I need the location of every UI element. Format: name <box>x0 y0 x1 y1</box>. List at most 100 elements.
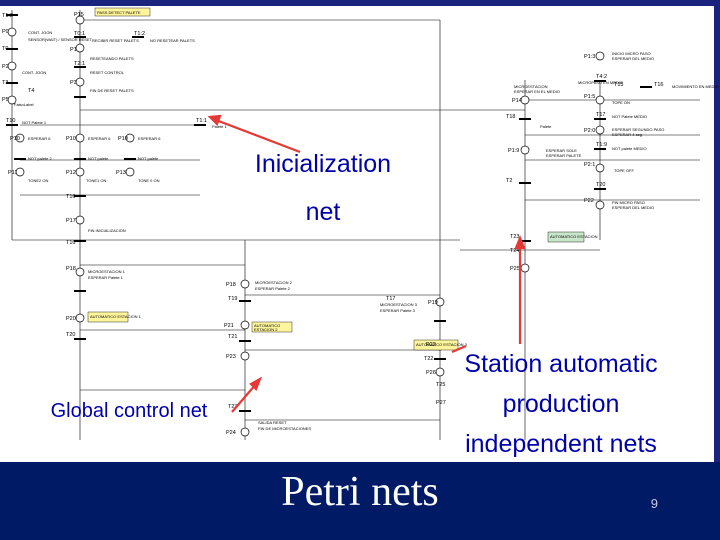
lbl-p1: P1 <box>70 47 77 53</box>
lbl-salida: SALIDA RESET <box>258 420 287 425</box>
lbl-auto-a-sub: ESTACION 2 <box>254 327 278 332</box>
lbl-t0: T0 <box>2 46 8 52</box>
lbl-t17: T17 <box>386 296 395 302</box>
place-p15 <box>75 15 85 25</box>
lbl-tope-off: TOPE OFF <box>614 168 634 173</box>
place-p21r <box>595 163 605 173</box>
lbl-t16b: T16 <box>66 240 75 246</box>
lbl-p10c: P10 <box>118 136 128 142</box>
lbl-esperar-sol-sub: ESPERAR PALETE <box>546 153 582 158</box>
slide-right-border <box>714 0 720 462</box>
lbl-palete-r: Palete <box>540 124 552 129</box>
lbl-p15r: P1:5 <box>584 94 595 100</box>
lbl-cont-joon: CONT. JOON <box>28 30 52 35</box>
lbl-p10b: P10 <box>66 136 76 142</box>
lbl-esperar-seg-sub: ESPERAR 4 seg <box>612 132 642 137</box>
lbl-t16r: T16 <box>654 82 663 88</box>
place-p23 <box>240 351 250 361</box>
lbl-p3: P3 <box>70 80 77 86</box>
lbl-micro3-sub: ESPERAR Palete 3 <box>380 308 416 313</box>
lbl-auto1: AUTOMATICO ESTACION 1 <box>90 314 142 319</box>
lbl-not-palete-medio2: NOT palete MEDIO <box>612 146 647 151</box>
place-p13r <box>595 51 605 61</box>
lbl-fin-init: FIN INICIALIZACION <box>88 228 126 233</box>
lbl-reset-control: RESET CONTROL <box>90 70 125 75</box>
lbl-t2: T1:2 <box>2 13 13 19</box>
annotation-global-control: Global control net <box>50 400 208 422</box>
lbl-p20: P20 <box>66 316 76 322</box>
footer-bar <box>0 462 720 540</box>
place-p19 <box>435 297 445 307</box>
lbl-t19r: T1:9 <box>596 142 607 148</box>
lbl-p22: P22 <box>426 342 436 348</box>
lbl-t16: T16 <box>66 194 75 200</box>
lbl-not-a: NOT palete 2 <box>28 156 52 161</box>
place-p15r <box>595 95 605 105</box>
lbl-t25: T25 <box>436 382 445 388</box>
place-p25 <box>520 263 530 273</box>
lbl-falso: FalsoLabel <box>14 102 34 107</box>
lbl-fin-micro-sub: ESPERAR DEL MEDIO <box>612 205 654 210</box>
place-p10b <box>75 133 85 143</box>
lbl-p25: P25 <box>510 266 520 272</box>
lbl-t10: T10 <box>6 118 15 124</box>
place-p3 <box>75 77 85 87</box>
lbl-p14: P14 <box>512 98 522 104</box>
place-p20r <box>595 125 605 135</box>
lbl-tone2: TONE2 ON <box>28 178 48 183</box>
lbl-esperar-sol: ESPERAR SOLE <box>546 148 577 153</box>
page-number: 9 <box>650 496 658 511</box>
lbl-cont-joon2: CONT. JOON <box>22 70 46 75</box>
lbl-p19: P19 <box>428 300 438 306</box>
place-p11 <box>15 167 25 177</box>
place-p18 <box>75 267 85 277</box>
lbl-p26: P26 <box>426 370 436 376</box>
lbl-not-c: NOT palete <box>138 156 159 161</box>
place-p12 <box>75 167 85 177</box>
lbl-p13: P13 <box>116 170 126 176</box>
place-p19r <box>520 145 530 155</box>
lbl-t3: T3 <box>2 80 8 86</box>
lbl-tone0: TONE 0 ON <box>138 178 160 183</box>
lbl-t15: T15 <box>614 82 623 88</box>
lbl-reset-palets: RESETEANDO PALETS <box>90 56 134 61</box>
lbl-micro1-sub: ESPERAR Palete 1 <box>88 275 124 280</box>
lbl-automatico-r: AUTOMATICO ESTACION <box>550 234 598 239</box>
lbl-t22: T22 <box>424 356 433 362</box>
lbl-micropaso: MICROPASO EN MEDIO <box>578 80 623 85</box>
lbl-p23: P23 <box>226 354 236 360</box>
place-p24 <box>240 427 250 437</box>
place-p20 <box>75 313 85 323</box>
lbl-p21r: P2:1 <box>584 162 595 168</box>
place-p10a <box>15 133 25 143</box>
lbl-fin-reset: FIN DE RESET PALETS <box>90 88 134 93</box>
lbl-p22r: P22 <box>584 198 594 204</box>
lbl-p18: P18 <box>66 266 76 272</box>
place-p18b <box>240 279 250 289</box>
lbl-p21: P21 <box>224 323 234 329</box>
lbl-palete1: Palete 1 <box>212 124 227 129</box>
lbl-p2: P2 <box>2 64 9 70</box>
lbl-microestacion: MICROESTACION <box>514 84 548 89</box>
lbl-esperar-seg: ESPERAR SEGUNDO PASO <box>612 127 664 132</box>
place-p2 <box>7 61 17 71</box>
lbl-t17r: T17 <box>596 112 605 118</box>
lbl-p15: P15 <box>74 12 84 18</box>
lbl-esperar6b: ESPERAR 6 <box>88 136 111 141</box>
lbl-t23r: T23 <box>510 234 519 240</box>
petri-net-diagram: T1:2 P15 PASS DETECT PALETE P0 CONT. JOO… <box>2 7 719 440</box>
lbl-inicio-mr-sub: ESPERAR DEL MEDIO <box>612 56 654 61</box>
lbl-not-b: NOT palete <box>88 156 109 161</box>
lbl-recibir: RECIBIR RESET PALETS <box>92 38 139 43</box>
lbl-salida-sub: FIN DE MICROESTACIONES <box>258 426 311 431</box>
place-p13 <box>125 167 135 177</box>
lbl-micro-en-medio: ESPERAR EN EL MEDIO <box>514 89 560 94</box>
lbl-t20: T20 <box>66 332 75 338</box>
arrow-station-a <box>451 344 467 354</box>
footer-title: Petri nets <box>281 469 439 515</box>
lbl-esperar6c: ESPERAR 6 <box>138 136 161 141</box>
lbl-p19r: P1:9 <box>508 148 519 154</box>
lbl-p10a: P10 <box>10 136 20 142</box>
place-p21 <box>240 320 250 330</box>
annotation-station-nets: Station automatic production independent… <box>464 350 658 458</box>
